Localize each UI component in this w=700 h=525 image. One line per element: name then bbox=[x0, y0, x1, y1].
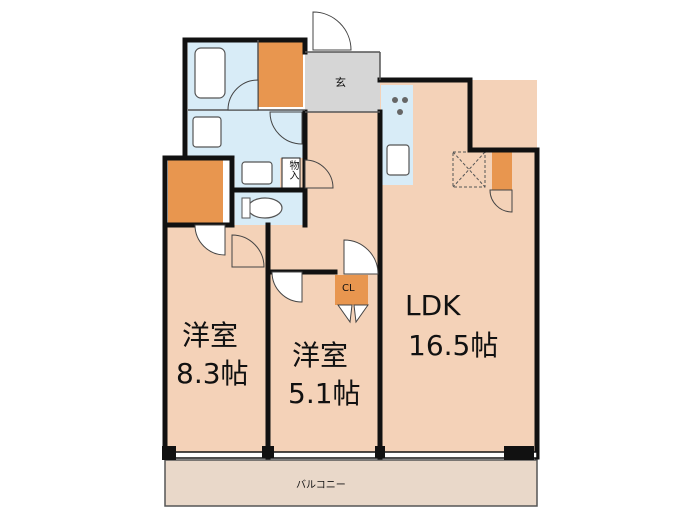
toilet-tank bbox=[241, 197, 251, 219]
storage-left bbox=[168, 158, 223, 223]
washer bbox=[241, 161, 273, 185]
western-room-2-size: 5.1帖 bbox=[288, 377, 361, 410]
stove-burner-1 bbox=[392, 97, 398, 103]
bathtub bbox=[194, 47, 226, 99]
balcony bbox=[164, 459, 538, 507]
western-room-1-name: 洋室 bbox=[182, 319, 239, 352]
entrance-label: 玄 bbox=[335, 76, 346, 89]
stove-burner-2 bbox=[402, 97, 408, 103]
door-swings bbox=[194, 11, 513, 324]
closet-label: CL bbox=[342, 283, 355, 294]
sink-ldk bbox=[386, 144, 410, 176]
western-room-2-name: 洋室 bbox=[292, 339, 349, 372]
closet-box bbox=[335, 275, 368, 305]
ldk-size: 16.5帖 bbox=[408, 329, 499, 362]
ldk-name: LDK bbox=[405, 289, 461, 322]
shoe-storage bbox=[258, 42, 303, 107]
walls bbox=[162, 37, 540, 460]
window-wall bbox=[162, 446, 538, 460]
storage-ldk bbox=[492, 150, 512, 190]
stove-burner-3 bbox=[397, 109, 403, 115]
entrance-floor bbox=[305, 52, 380, 112]
toilet bbox=[247, 197, 283, 219]
balcony-label: バルコニー bbox=[296, 480, 346, 491]
wash-basin bbox=[192, 116, 222, 148]
western-room-1-size: 8.3帖 bbox=[176, 357, 249, 390]
storage-label: 物入 bbox=[287, 160, 298, 180]
